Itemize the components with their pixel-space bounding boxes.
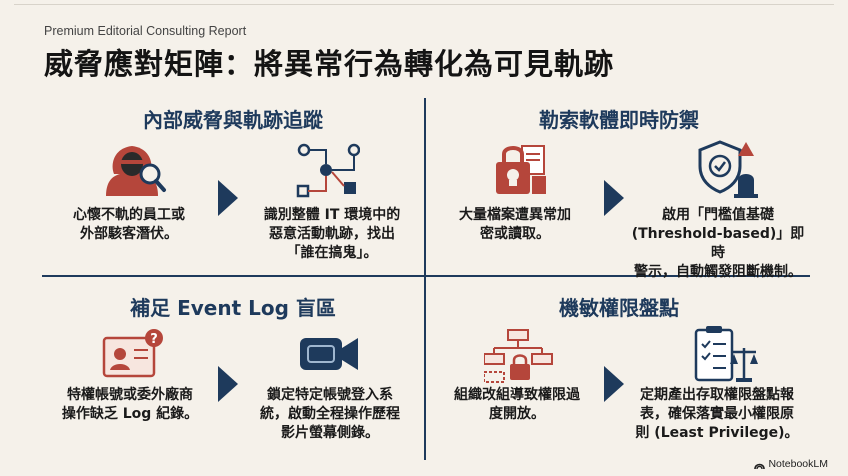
top-rule — [14, 4, 834, 5]
left-caption: 特權帳號或委外廠商 操作缺乏 Log 紀錄。 — [61, 387, 199, 422]
arrow-right-icon — [604, 180, 624, 216]
arrow-right-icon — [604, 366, 624, 402]
quadrant-internal-threat: 內部威脅與軌跡追蹤 心懷不軌的員工或 外部駭客潛伏。 識別整體 IT 環境中的 … — [42, 98, 424, 274]
left-caption: 大量檔案遭異常加 密或讀取。 — [459, 207, 571, 242]
report-label: Premium Editorial Consulting Report — [44, 24, 247, 38]
brand-label: NotebookLM — [768, 458, 828, 470]
vertical-divider — [424, 98, 426, 460]
shield-alarm-icon — [698, 140, 758, 198]
left-caption: 組織改組導致權限過 度開放。 — [454, 387, 580, 422]
quadrant-permissions: 機敏權限盤點 組織改組導致權限過 度開放。 定期產出存取權限盤點報 表，確保落實… — [428, 278, 810, 460]
right-caption: 鎖定特定帳號登入系 統，啟動全程操作歷程 影片螢幕側錄。 — [260, 387, 400, 441]
quadrant-title: 內部威脅與軌跡追蹤 — [143, 108, 323, 132]
locked-files-icon — [496, 145, 546, 194]
right-caption: 啟用「門檻值基礎 (Threshold-based)」即時 警示，自動觸發阻斷機… — [631, 207, 805, 280]
brand-footer: NotebookLM — [754, 458, 828, 470]
right-caption: 識別整體 IT 環境中的 惡意活動軌跡，找出 「誰在搞鬼」。 — [263, 207, 401, 261]
quadrant-title: 機敏權限盤點 — [559, 296, 679, 320]
quadrant-ransomware: 勒索軟體即時防禦 大量檔案遭異常加 密或讀取。 啟用「門檻值基礎 (Thresh… — [428, 98, 810, 280]
org-chart-lock-icon — [484, 329, 553, 383]
left-caption: 心懷不軌的員工或 外部駭客潛伏。 — [73, 207, 185, 242]
checklist-scale-icon — [694, 326, 758, 382]
profile-question-icon: ? — [102, 329, 163, 378]
notebooklm-logo-icon — [754, 463, 766, 469]
right-caption: 定期產出存取權限盤點報 表，確保落實最小權限原 則 (Least Privile… — [635, 387, 799, 441]
arrow-right-icon — [218, 180, 238, 216]
arrow-right-icon — [218, 366, 238, 402]
horizontal-divider — [42, 275, 810, 277]
hooded-hacker-magnifier-icon — [106, 146, 166, 196]
svg-text:?: ? — [150, 332, 158, 347]
quadrant-title: 勒索軟體即時防禦 — [539, 108, 699, 132]
quadrant-event-log: 補足 Event Log 盲區 ? 特權帳號或委外廠商 操作缺乏 Log 紀錄。… — [42, 278, 424, 460]
activity-flow-icon — [296, 143, 360, 198]
quadrant-title: 補足 Event Log 盲區 — [130, 296, 336, 320]
video-camera-icon — [300, 338, 358, 370]
page-title: 威脅應對矩陣：將異常行為轉化為可見軌跡 — [44, 47, 615, 81]
